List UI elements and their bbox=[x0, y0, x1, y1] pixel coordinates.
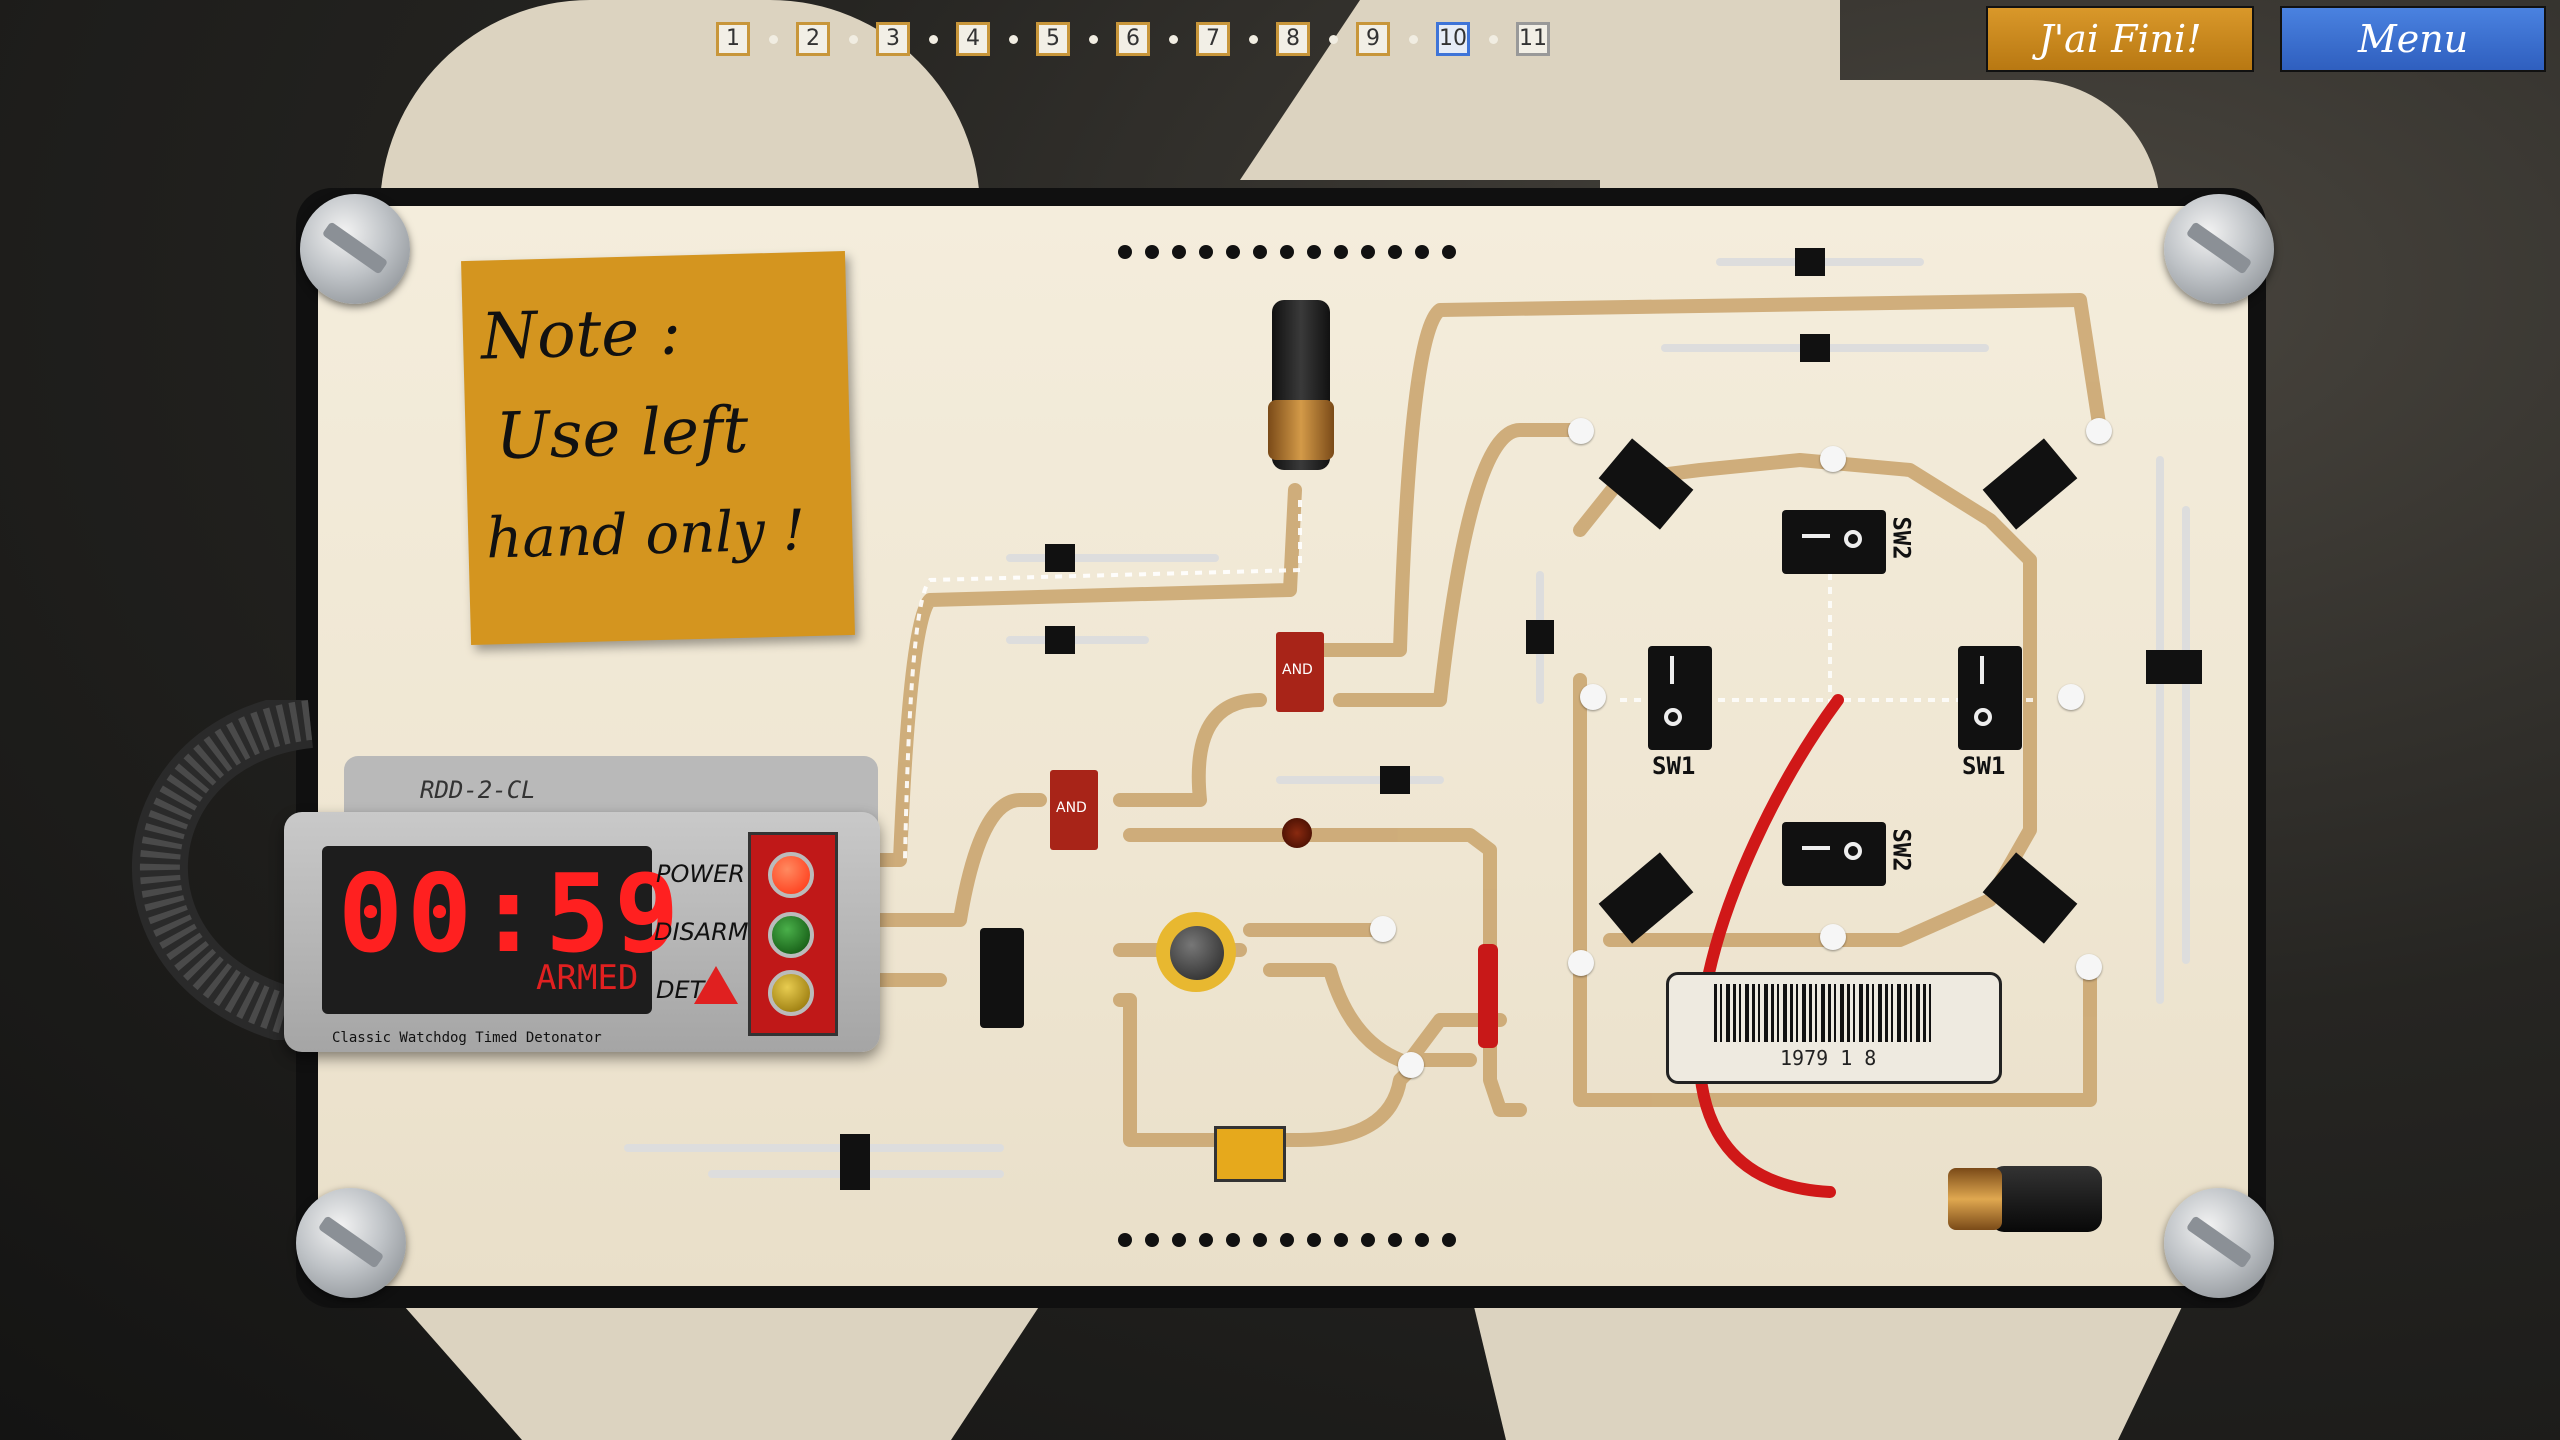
sticky-note: Note : Use left hand only ! bbox=[461, 251, 855, 645]
finish-button[interactable]: J'ai Fini! bbox=[1986, 6, 2254, 72]
level-8-button[interactable]: 8 bbox=[1276, 22, 1310, 56]
terminal[interactable] bbox=[2086, 418, 2112, 444]
armed-status: ARMED bbox=[536, 958, 639, 998]
level-11-button[interactable]: 11 bbox=[1516, 22, 1550, 56]
backdrop-shape bbox=[390, 1290, 1050, 1440]
power-label: POWER bbox=[656, 860, 745, 888]
level-9-button[interactable]: 9 bbox=[1356, 22, 1390, 56]
level-2-button[interactable]: 2 bbox=[796, 22, 830, 56]
screw bbox=[296, 1188, 406, 1298]
level-10-button[interactable]: 10 bbox=[1436, 22, 1470, 56]
level-dot bbox=[1169, 35, 1178, 44]
board-led bbox=[1282, 818, 1312, 848]
screw bbox=[2164, 1188, 2274, 1298]
and-gate-label: AND bbox=[1282, 662, 1313, 678]
terminal[interactable] bbox=[1820, 446, 1846, 472]
terminal[interactable] bbox=[2058, 684, 2084, 710]
red-resistor[interactable] bbox=[1478, 944, 1498, 1048]
terminal[interactable] bbox=[1568, 950, 1594, 976]
capacitor[interactable] bbox=[1990, 1166, 2102, 1232]
sw2-bottom-switch[interactable] bbox=[1782, 822, 1886, 886]
sw2-bottom-label: SW2 bbox=[1887, 828, 1916, 872]
detonator-model: RDD-2-CL bbox=[420, 776, 536, 804]
terminal[interactable] bbox=[2076, 954, 2102, 980]
level-dot bbox=[1409, 35, 1418, 44]
level-7-button[interactable]: 7 bbox=[1196, 22, 1230, 56]
level-5-button[interactable]: 5 bbox=[1036, 22, 1070, 56]
sw1-right-label: SW1 bbox=[1962, 752, 2006, 780]
disarm-label: DISARM bbox=[654, 918, 749, 946]
screw bbox=[300, 194, 410, 304]
level-dot bbox=[929, 35, 938, 44]
sw2-top-label: SW2 bbox=[1887, 516, 1916, 560]
note-line-1: Note : bbox=[480, 295, 682, 375]
level-dot bbox=[1489, 35, 1498, 44]
potentiometer-knob[interactable] bbox=[1170, 926, 1224, 980]
barcode-bars bbox=[1714, 984, 1934, 1042]
menu-button[interactable]: Menu bbox=[2280, 6, 2546, 72]
cable bbox=[132, 700, 316, 1040]
sw1-left-switch[interactable] bbox=[1648, 646, 1712, 750]
terminal[interactable] bbox=[1568, 418, 1594, 444]
and-gate-label: AND bbox=[1056, 800, 1087, 816]
level-dot bbox=[1329, 35, 1338, 44]
level-3-button[interactable]: 3 bbox=[876, 22, 910, 56]
and-gate[interactable]: AND bbox=[1276, 632, 1324, 712]
level-dot bbox=[1009, 35, 1018, 44]
warning-icon bbox=[694, 966, 738, 1004]
sw1-left-label: SW1 bbox=[1652, 752, 1696, 780]
terminal[interactable] bbox=[1580, 684, 1606, 710]
detonator-caption: Classic Watchdog Timed Detonator bbox=[332, 1030, 602, 1046]
level-dot bbox=[1089, 35, 1098, 44]
level-dot bbox=[1249, 35, 1258, 44]
screw bbox=[2164, 194, 2274, 304]
sw2-top-switch[interactable] bbox=[1782, 510, 1886, 574]
terminal[interactable] bbox=[1820, 924, 1846, 950]
transistor[interactable] bbox=[980, 928, 1024, 1028]
det-led bbox=[768, 970, 814, 1016]
level-1-button[interactable]: 1 bbox=[716, 22, 750, 56]
sw1-right-switch[interactable] bbox=[1958, 646, 2022, 750]
capacitor-base bbox=[1268, 400, 1334, 460]
level-dot bbox=[769, 35, 778, 44]
capacitor-base bbox=[1948, 1168, 2002, 1230]
and-gate[interactable]: AND bbox=[1050, 770, 1098, 850]
timer-display bbox=[322, 846, 652, 1014]
fuse[interactable] bbox=[1214, 1126, 1286, 1182]
level-dot bbox=[849, 35, 858, 44]
note-line-2: Use left bbox=[494, 393, 750, 475]
disarm-led bbox=[768, 912, 814, 958]
terminal[interactable] bbox=[1398, 1052, 1424, 1078]
backdrop-shape bbox=[1470, 1290, 2190, 1440]
level-6-button[interactable]: 6 bbox=[1116, 22, 1150, 56]
terminal[interactable] bbox=[1370, 916, 1396, 942]
power-led bbox=[768, 852, 814, 898]
note-line-3: hand only ! bbox=[485, 498, 806, 572]
timer-digits: 00:59 bbox=[338, 852, 684, 977]
level-4-button[interactable]: 4 bbox=[956, 22, 990, 56]
barcode-number: 1979 1 8 bbox=[1780, 1046, 1877, 1070]
